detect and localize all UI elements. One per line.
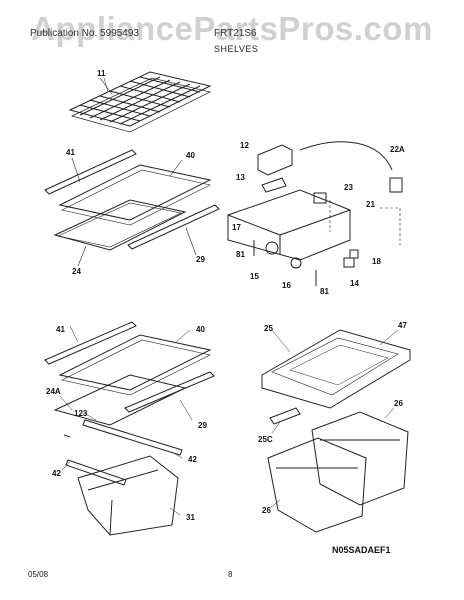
callout-25: 25 — [264, 324, 273, 333]
callout-29-upper: 29 — [196, 255, 205, 264]
callout-15: 15 — [250, 272, 259, 281]
callout-12: 12 — [240, 141, 249, 150]
callout-81-left: 81 — [236, 250, 245, 259]
shelf-slide-rail — [63, 419, 183, 456]
crisper-cover-glass — [289, 344, 389, 386]
damper-control — [257, 144, 293, 176]
callout-16: 16 — [282, 281, 291, 290]
callout-31: 31 — [186, 513, 195, 522]
publication-number: Publication No. 5995493 — [30, 28, 139, 39]
wire-harness — [299, 141, 393, 171]
callout-24A: 24A — [46, 387, 61, 396]
callout-21: 21 — [366, 200, 375, 209]
control-housing — [227, 189, 351, 261]
crisper-slide — [269, 407, 301, 425]
diagram-code: N05SADAEF1 — [332, 545, 391, 555]
callout-40-upper: 40 — [186, 151, 195, 160]
callout-123: 123 — [74, 409, 88, 418]
callout-41-upper: 41 — [66, 148, 75, 157]
callout-47: 47 — [398, 321, 407, 330]
crisper-cover — [261, 329, 411, 409]
callout-11: 11 — [97, 69, 106, 78]
callout-40-lower: 40 — [196, 325, 205, 334]
callout-23: 23 — [344, 183, 353, 192]
lower-shelf-front-trim — [44, 321, 137, 365]
lamp-shield — [343, 257, 355, 268]
page-subtitle: SHELVES — [214, 44, 259, 54]
upper-glass-shelf — [58, 164, 212, 226]
light-switch — [313, 192, 327, 204]
model-number: FRT21S6 — [214, 28, 257, 39]
light-bulb — [290, 257, 302, 269]
lamp-socket — [265, 241, 279, 255]
footer-page-number: 8 — [228, 570, 233, 579]
callout-41-lower: 41 — [56, 325, 65, 334]
callout-29-lower: 29 — [198, 421, 207, 430]
control-knob — [261, 177, 287, 193]
callout-24: 24 — [72, 267, 81, 276]
upper-shelf-rear-trim — [127, 204, 220, 250]
callout-17: 17 — [232, 223, 241, 232]
callout-26-left: 26 — [262, 506, 271, 515]
drawer-slide — [65, 459, 127, 486]
crisper-drawer-right — [311, 411, 409, 506]
upper-shelf-front-trim — [44, 149, 137, 195]
callout-26-right: 26 — [394, 399, 403, 408]
callout-81-right: 81 — [320, 287, 329, 296]
callout-42-left: 42 — [52, 469, 61, 478]
upper-shelf-frame — [53, 199, 187, 251]
callout-42-right: 42 — [188, 455, 197, 464]
callout-18: 18 — [372, 257, 381, 266]
lower-shelf-rear-trim — [124, 371, 215, 413]
meat-drawer — [77, 455, 179, 536]
crisper-drawer-left — [267, 437, 367, 533]
callout-13: 13 — [236, 173, 245, 182]
watermark: AppliancePartsPros.com — [31, 10, 433, 47]
callout-14: 14 — [350, 279, 359, 288]
light-cover — [349, 249, 359, 259]
callout-25C: 25C — [258, 435, 273, 444]
thermostat — [389, 177, 403, 193]
wire-shelf — [68, 71, 212, 133]
lower-glass-shelf — [58, 334, 212, 396]
callout-22A: 22A — [390, 145, 405, 154]
footer-date: 05/08 — [28, 570, 49, 579]
